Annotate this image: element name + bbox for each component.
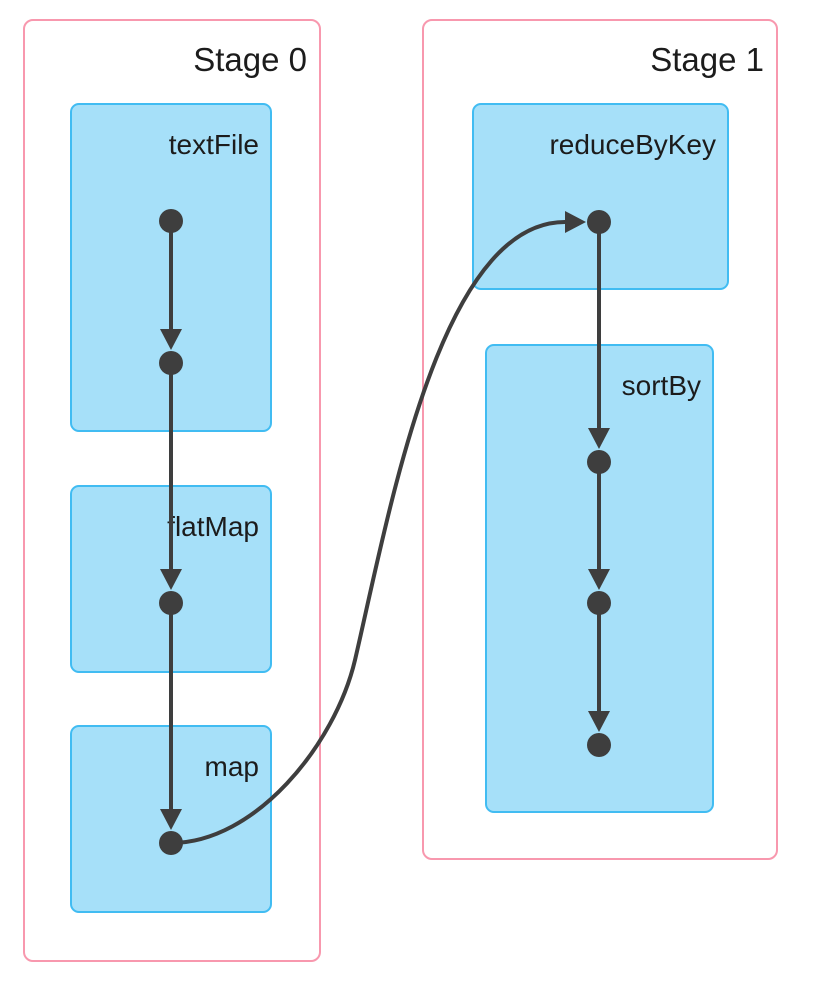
operator-label-flatmap: flatMap (167, 511, 259, 542)
edge-map-reducebykey (170, 220, 566, 845)
arrowhead-flatmap-map (160, 809, 182, 830)
operator-label-sortby: sortBy (621, 370, 701, 401)
rdd-dot-sortby-1[interactable] (587, 450, 611, 474)
operator-box-reducebykey: reduceByKey (472, 103, 729, 290)
arrowhead-map-reducebykey (565, 211, 586, 233)
rdd-dot-textfile-1[interactable] (159, 209, 183, 233)
rdd-dot-reducebykey[interactable] (587, 210, 611, 234)
operator-label-textfile: textFile (168, 129, 259, 160)
rdd-dot-sortby-2[interactable] (587, 591, 611, 615)
arrowhead-sortby-internal-1 (588, 569, 610, 590)
arrowhead-reducebykey-sortby (588, 428, 610, 449)
operator-label-reducebykey: reduceByKey (549, 129, 716, 160)
stage-1-label: Stage 1 (650, 41, 764, 78)
rdd-dot-flatmap[interactable] (159, 591, 183, 615)
arrowhead-sortby-internal-2 (588, 711, 610, 732)
arrowhead-textfile-flatmap (160, 569, 182, 590)
rdd-dot-sortby-3[interactable] (587, 733, 611, 757)
stage-0-label: Stage 0 (193, 41, 307, 78)
operator-label-map: map (204, 751, 259, 782)
arrowhead-textfile-internal (160, 329, 182, 350)
rdd-dot-textfile-2[interactable] (159, 351, 183, 375)
rdd-dot-map[interactable] (159, 831, 183, 855)
